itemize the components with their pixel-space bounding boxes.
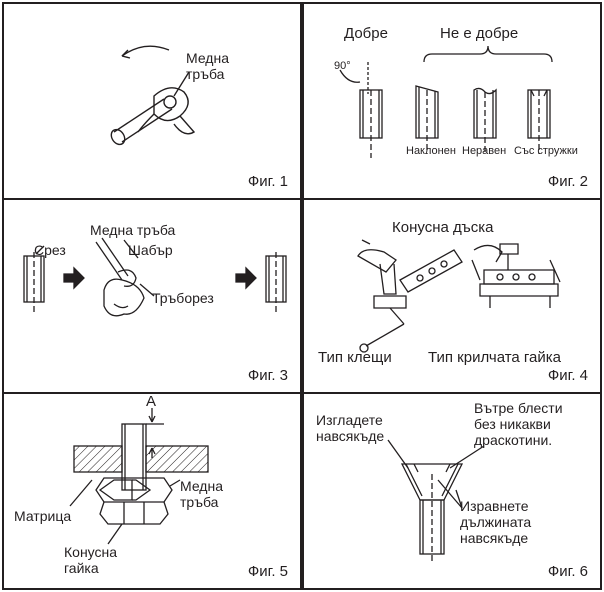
- copper-pipe-label: Медна тръба: [180, 478, 223, 510]
- copper-pipe-label: Медна тръба: [90, 222, 176, 238]
- die-label: Матрица: [14, 508, 72, 524]
- figure-caption: Фиг. 1: [247, 173, 288, 190]
- dimension-a-label: A: [146, 393, 157, 410]
- good-label: Добре: [344, 25, 388, 42]
- flared-end-check-diagram: [387, 439, 485, 564]
- figure-caption: Фиг. 2: [547, 173, 588, 190]
- pipe-deburring-illustration: [23, 237, 287, 317]
- figure-caption: Фиг. 4: [547, 367, 588, 384]
- flare-tool-label: Конусна дъска: [392, 219, 494, 236]
- panel-fig-1: Медна тръба Фиг. 1: [2, 2, 302, 200]
- figure-caption: Фиг. 3: [247, 367, 288, 384]
- pipe-cutting-illustration: [110, 45, 196, 146]
- burrs-label: Със стружки: [514, 145, 578, 157]
- figure-caption: Фиг. 5: [247, 563, 288, 580]
- panel-fig-3: Срез Медна тръба Шабър Тръборез Фиг. 3: [2, 198, 302, 394]
- panel-fig-5: A Матрица Медна тръба Конусна гайка Фиг.…: [2, 392, 302, 590]
- panel-fig-6: Изгладете навсякъде Вътре блести без ник…: [302, 392, 602, 590]
- tilted-label: Наклонен: [406, 145, 456, 157]
- wing-nut-type-label: Тип крилчата гайка: [428, 349, 562, 366]
- flare-die-diagram: [69, 408, 209, 545]
- cut-label: Срез: [34, 242, 66, 258]
- panel-fig-4: Конусна дъска Тип клещи Тип крилчата гай…: [302, 198, 602, 394]
- pipe-cutter-label: Тръборез: [152, 290, 214, 306]
- angle-label: 90°: [334, 60, 351, 72]
- flare-tool-types-illustration: [357, 239, 561, 353]
- smooth-label: Изгладете навсякъде: [316, 412, 385, 444]
- copper-pipe-label: Медна тръба: [186, 50, 229, 82]
- reamer-label: Шабър: [128, 242, 173, 258]
- panel-fig-2: Добре Не е добре 90° Наклонен Неравен Съ…: [302, 2, 602, 200]
- clamp-type-label: Тип клещи: [318, 349, 392, 366]
- even-length-label: Изравнете дължината навсякъде: [460, 498, 532, 546]
- shine-label: Вътре блести без никакви драскотини.: [474, 400, 563, 448]
- flare-nut-label: Конусна гайка: [64, 544, 118, 576]
- pipe-end-quality-diagram: [339, 45, 553, 158]
- not-good-label: Не е добре: [440, 25, 519, 42]
- figure-caption: Фиг. 6: [547, 563, 588, 580]
- uneven-label: Неравен: [462, 145, 507, 157]
